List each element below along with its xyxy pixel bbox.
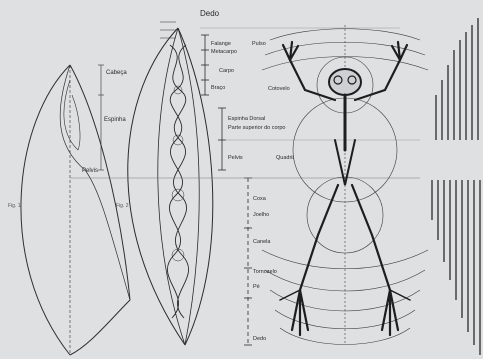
label-espinha-dorsal: Espinha Dorsal <box>228 116 265 122</box>
label-pe: Pé <box>253 284 260 290</box>
label-cotovelo: Cotovelo <box>268 86 290 92</box>
label-fig2: Fig. 2 <box>116 203 129 209</box>
label-espinha-left: Espinha <box>104 117 126 123</box>
label-pelvis-left: Pelvis <box>82 168 98 174</box>
label-quadril: Quadril <box>276 155 294 161</box>
label-braco: Braço <box>211 85 225 91</box>
label-cabeca: Cabeça <box>106 70 127 76</box>
label-falange: Falange <box>211 41 231 47</box>
label-joelho: Joelho <box>253 212 269 218</box>
label-dedo-bottom: Dedo <box>253 336 266 342</box>
label-carpo: Carpo <box>219 68 234 74</box>
label-pelvis-mid: Pelvis <box>228 155 243 161</box>
label-coxa: Coxa <box>253 196 267 202</box>
label-metacarpo: Metacarpo <box>211 49 237 55</box>
title-dedo: Dedo <box>200 9 220 18</box>
label-canela: Canela <box>253 239 271 245</box>
label-tornozelo: Tornozelo <box>253 269 277 275</box>
label-fig1: Fig. 1 <box>8 203 21 209</box>
label-parte-superior: Parte superior do corpo <box>228 125 285 131</box>
label-pulso: Pulso <box>252 41 266 47</box>
